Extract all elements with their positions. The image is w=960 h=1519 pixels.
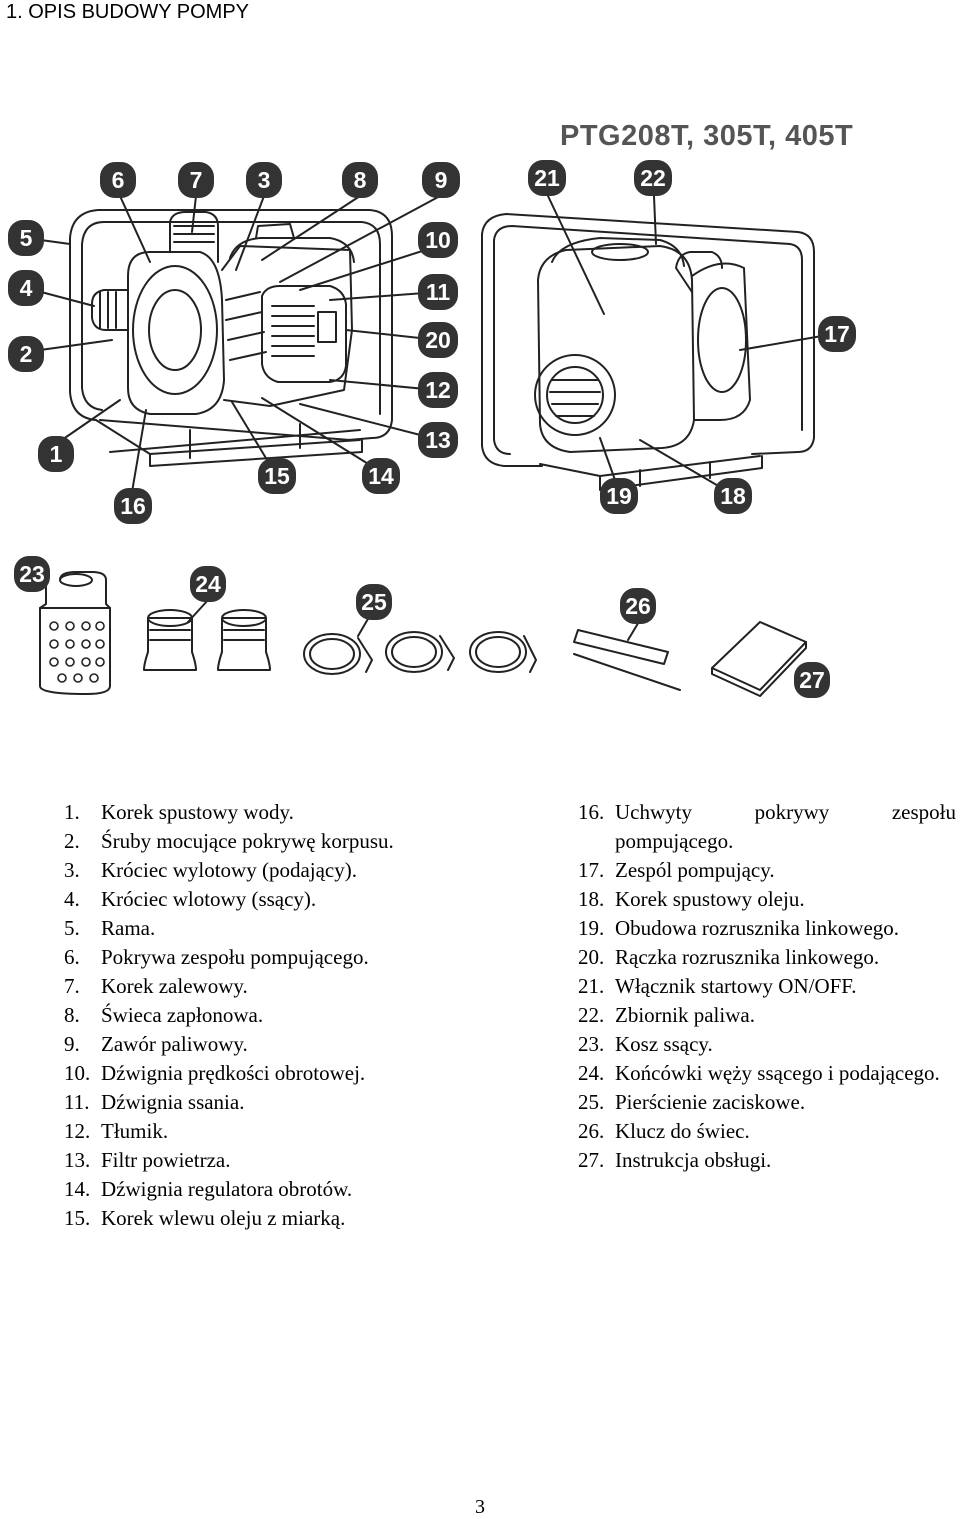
legend-item: 20.Rączka rozrusznika linkowego. [578,945,880,969]
legend-item: 18.Korek spustowy oleju. [578,887,805,911]
callout-22: 22 [640,165,666,191]
callout-3: 3 [258,167,271,193]
legend-left-column: 1.Korek spustowy wody. 2.Śruby mocujące … [64,798,444,1233]
legend-item: 16.Uchwyty pokrywy zespołu pompującego. [578,800,956,853]
callout-14: 14 [368,463,394,489]
legend-item: 10.Dźwignia prędkości obrotowej. [64,1061,366,1085]
callout-7: 7 [190,167,203,193]
callout-12: 12 [425,377,451,403]
legend-item: 14.Dźwignia regulatora obrotów. [64,1177,353,1201]
section-heading: 1. OPIS BUDOWY POMPY [6,1,250,23]
callout-27: 27 [799,667,825,693]
legend-item: 17.Zespól pompujący. [578,858,775,882]
callout-13: 13 [425,427,451,453]
callout-25: 25 [361,589,387,615]
right-pump-illustration [481,195,823,495]
model-label: PTG208T, 305T, 405T [560,120,854,152]
legend-item: 13.Filtr powietrza. [64,1148,231,1172]
legend-item: 5.Rama. [64,916,156,940]
legend-item: 26.Klucz do świec. [578,1119,750,1143]
legend-item: 19.Obudowa rozrusznika linkowego. [578,916,900,940]
callout-23: 23 [19,561,45,587]
callout-15: 15 [264,463,290,489]
legend-item: 3.Króciec wylotowy (podający). [64,858,357,882]
legend-item: 12.Tłumik. [64,1119,169,1143]
callout-1: 1 [50,441,63,467]
legend-item: 7.Korek zalewowy. [64,974,248,998]
legend-item: 21.Włącznik startowy ON/OFF. [578,974,857,998]
callout-11: 11 [426,279,451,305]
callout-4: 4 [20,275,33,301]
legend-item: 8.Świeca zapłonowa. [64,1003,264,1027]
callout-2: 2 [20,341,33,367]
legend-item: 27.Instrukcja obsługi. [578,1148,772,1172]
legend-item: 4.Króciec wlotowy (ssący). [64,887,317,911]
page-number: 3 [475,1496,485,1518]
callout-19: 19 [606,483,632,509]
legend-item: 9.Zawór paliwowy. [64,1032,248,1056]
callout-26: 26 [625,593,651,619]
left-pump-illustration [25,195,441,493]
callout-20: 20 [425,327,451,353]
legend-item: 15.Korek wlewu oleju z miarką. [64,1206,346,1230]
callout-6: 6 [112,167,125,193]
legend-right-column: 16.Uchwyty pokrywy zespołu pompującego. … [578,798,956,1175]
callout-5: 5 [20,225,33,251]
callout-17: 17 [824,321,850,347]
callout-10: 10 [425,227,451,253]
callout-9: 9 [435,167,448,193]
callout-8: 8 [354,167,367,193]
callout-18: 18 [720,483,746,509]
legend-item: 1.Korek spustowy wody. [64,800,294,824]
pump-diagram: 6 7 3 8 9 10 5 11 4 20 2 12 13 1 14 15 1… [8,160,856,698]
legend-item: 22.Zbiornik paliwa. [578,1003,755,1027]
legend-item: 24.Końcówki węży ssącego i podającego. [578,1061,940,1085]
legend-item: 2.Śruby mocujące pokrywę korpusu. [64,829,394,853]
callout-16: 16 [120,493,146,519]
legend-item: 25.Pierścienie zaciskowe. [578,1090,806,1114]
callout-24: 24 [195,571,221,597]
accessories-illustration [39,571,807,697]
callout-21: 21 [534,165,560,191]
legend-item: 11.Dźwignia ssania. [64,1090,245,1114]
legend-item: 6.Pokrywa zespołu pompującego. [64,945,369,969]
legend-item: 23.Kosz ssący. [578,1032,713,1056]
